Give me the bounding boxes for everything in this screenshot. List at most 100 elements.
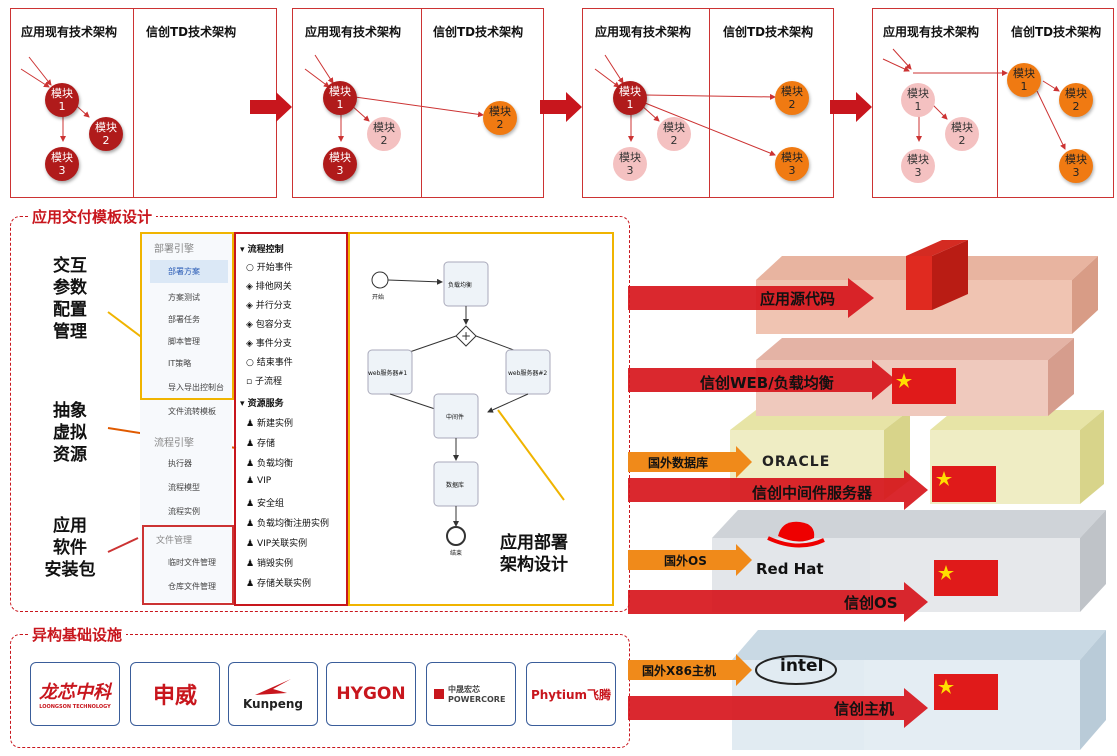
palette-item[interactable]: ◈ 事件分支 xyxy=(246,339,292,349)
stage-left-header: 应用现有技术架构 xyxy=(883,25,980,39)
stage-left-header: 应用现有技术架构 xyxy=(21,25,118,39)
label-abstract-resources: 抽象 虚拟 资源 xyxy=(53,401,87,465)
palette-item[interactable]: ♟ 存储 xyxy=(246,439,275,449)
vendor-powercore-logo: 中晟宏芯 POWERCORE xyxy=(426,662,516,726)
menu-group-header: 流程引擎 xyxy=(154,438,194,449)
flow-node-start: 开始 xyxy=(372,294,385,301)
palette-item[interactable]: ♟ VIP xyxy=(246,476,272,486)
palette-item[interactable]: ○ 开始事件 xyxy=(246,263,293,273)
china-flag-icon xyxy=(934,560,998,596)
flow-node-web1[interactable]: web服务器#1 xyxy=(368,370,408,377)
menu-group-header: 部署引擎 xyxy=(154,244,194,255)
flow-canvas: + 开始 负载均衡 web服务器#1 web服务器#2 中间件 数据库 结束 应… xyxy=(348,232,614,606)
palette-item[interactable]: ♟ 安全组 xyxy=(246,499,284,509)
menu-item[interactable]: 脚本管理 xyxy=(168,337,200,346)
stage-left-header: 应用现有技术架构 xyxy=(305,25,402,39)
stage-next-arrow-3 xyxy=(830,92,872,122)
stage-arrows xyxy=(304,54,484,142)
stack-xc-host: 信创主机 xyxy=(834,700,895,718)
svg-text:+: + xyxy=(461,329,471,343)
interaction-config-panel xyxy=(140,232,234,400)
menu-item-deploy-plan[interactable]: 部署方案 xyxy=(150,260,228,283)
stage-right-header: 信创TD技术架构 xyxy=(146,25,237,39)
label-interaction-config: 交互 参数 配置 管理 xyxy=(53,256,87,342)
menu-item[interactable]: 方案测试 xyxy=(168,293,200,302)
stack-web-lb: 信创WEB/负载均衡 xyxy=(700,374,834,392)
redhat-logo: Red Hat xyxy=(756,560,824,578)
stack-middleware: 信创中间件服务器 xyxy=(752,484,873,502)
china-flag-icon xyxy=(932,466,996,502)
menu-item[interactable]: 导入导出控制台 xyxy=(168,383,224,392)
palette-item[interactable]: ♟ 销毁实例 xyxy=(246,559,293,569)
intel-logo: intel xyxy=(780,656,824,676)
menu-item[interactable]: 文件流转模板 xyxy=(168,407,216,416)
flow-node-db[interactable]: 数据库 xyxy=(446,482,465,489)
palette-item[interactable]: ♟ 负载均衡注册实例 xyxy=(246,519,329,529)
stack-source-code: 应用源代码 xyxy=(760,290,836,308)
palette-header-resource: ▾ 资源服务 xyxy=(240,399,284,409)
flow-node-lb[interactable]: 负载均衡 xyxy=(448,282,473,289)
palette-item[interactable]: ♟ 新建实例 xyxy=(246,419,293,429)
menu-item[interactable]: 部署任务 xyxy=(168,315,200,324)
palette-item[interactable]: ○ 结束事件 xyxy=(246,358,293,368)
palette-item[interactable]: ♟ VIP关联实例 xyxy=(246,539,308,549)
stack-foreign-os: 国外OS xyxy=(664,554,707,568)
palette-item[interactable]: ◈ 包容分支 xyxy=(246,320,292,330)
stage-right-header: 信创TD技术架构 xyxy=(1011,25,1102,39)
menu-item[interactable]: IT策略 xyxy=(168,359,192,368)
palette-item[interactable]: ♟ 负载均衡 xyxy=(246,459,293,469)
palette-item[interactable]: ◈ 排他网关 xyxy=(246,282,292,292)
stack-foreign-x86: 国外X86主机 xyxy=(642,664,716,678)
design-label: 应用部署 架构设计 xyxy=(500,533,568,575)
stage-right-header: 信创TD技术架构 xyxy=(433,25,524,39)
palette-item[interactable]: ♟ 存储关联实例 xyxy=(246,579,311,589)
menu-item[interactable]: 执行器 xyxy=(168,459,192,468)
flow-node-middleware[interactable]: 中间件 xyxy=(446,414,465,421)
delivery-section-frame xyxy=(10,216,630,612)
flow-node-web2[interactable]: web服务器#2 xyxy=(508,370,548,377)
component-palette: ▾ 流程控制 ○ 开始事件 ◈ 排他网关 ◈ 并行分支 ◈ 包容分支 ◈ 事件分… xyxy=(234,232,348,606)
palette-item[interactable]: ◈ 并行分支 xyxy=(246,301,292,311)
stack-xc-os: 信创OS xyxy=(844,594,898,612)
stage-arrows xyxy=(594,54,776,156)
infra-section-frame xyxy=(10,634,630,748)
menu-item[interactable]: 流程实例 xyxy=(168,507,200,516)
vendor-hygon-logo: HYGON xyxy=(326,662,416,726)
vendor-sunway-logo: 申威 xyxy=(130,662,220,726)
stack-foreign-db: 国外数据库 xyxy=(648,456,709,470)
stage-arrows xyxy=(882,48,1066,150)
stage-left-header: 应用现有技术架构 xyxy=(595,25,692,39)
menu-item[interactable]: 临时文件管理 xyxy=(168,558,216,567)
file-management-panel: 文件管理 临时文件管理 仓库文件管理 xyxy=(142,525,234,605)
kunpeng-icon xyxy=(255,679,291,695)
infra-section-title: 异构基础设施 xyxy=(28,624,127,645)
china-flag-icon xyxy=(892,368,956,404)
vendor-kunpeng-logo: Kunpeng xyxy=(228,662,318,726)
palette-header-flow: ▾ 流程控制 xyxy=(240,245,284,255)
label-app-package: 应用 软件 安装包 xyxy=(44,516,96,580)
palette-item[interactable]: ▫ 子流程 xyxy=(246,377,282,387)
menu-item[interactable]: 流程模型 xyxy=(168,483,200,492)
menu-item[interactable]: 仓库文件管理 xyxy=(168,582,216,591)
vendor-phytium-logo: Phytium飞腾 xyxy=(526,662,616,726)
stage-next-arrow-1 xyxy=(250,92,292,122)
flow-diagram: + xyxy=(367,261,565,546)
stage-next-arrow-2 xyxy=(540,92,582,122)
